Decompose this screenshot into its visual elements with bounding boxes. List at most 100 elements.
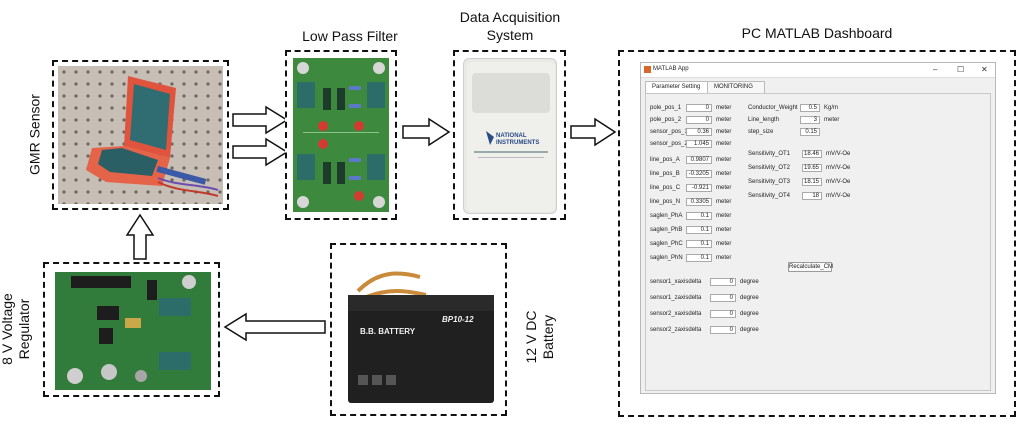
battery-label: 12 V DC Battery (523, 287, 557, 387)
left-field-0-label: pole_pos_1 (650, 105, 682, 111)
right-field-0-input[interactable]: 0.5 (800, 104, 820, 112)
right-field-2-label: step_size (748, 129, 774, 135)
left-field-8-input[interactable]: 0.1 (686, 212, 712, 220)
dashboard-label: PC MATLAB Dashboard (741, 25, 893, 41)
left-field-10-label: saglen_PhC (650, 241, 683, 247)
regulator-photo (55, 272, 211, 390)
sensitivity-field-2-unit: mV/V-Oe (826, 179, 851, 185)
left-field-1-unit: meter (716, 117, 732, 123)
arrow-sensor-to-filter-top (232, 105, 289, 135)
left-field-9-input[interactable]: 0.1 (686, 226, 712, 234)
sensor-field-1-label: sensor1_zaxisdelta (650, 295, 702, 301)
sensitivity-field-1-input[interactable]: 19.65 (802, 164, 822, 172)
sensor-field-2-unit: degree (740, 311, 759, 317)
left-field-3-input[interactable]: 1.045 (686, 140, 712, 148)
left-field-7-unit: meter (716, 199, 732, 205)
sensitivity-field-2-input[interactable]: 18.15 (802, 178, 822, 186)
battery-label-line2: Battery (540, 314, 556, 360)
maximize-icon[interactable]: ☐ (957, 65, 965, 74)
sensitivity-field-3-label: Sensitivity_OT4 (748, 193, 791, 199)
right-field-0-unit: Kg/m (824, 105, 839, 111)
right-field-0-label: Conductor_Weight (748, 105, 798, 111)
left-field-0-unit: meter (716, 105, 732, 111)
left-field-4-label: line_pos_A (650, 157, 680, 163)
left-field-2-label: sensor_pos_1 (650, 129, 688, 135)
matlab-titlebar: MATLAB App – ☐ ✕ (641, 63, 995, 78)
regulator-label-line2: Regulator (16, 298, 32, 360)
sensor-field-3-unit: degree (740, 327, 759, 333)
left-field-5-label: line_pos_B (650, 171, 680, 177)
left-field-2-input[interactable]: 0.36 (686, 128, 712, 136)
tab-monitoring[interactable]: MONITORING (707, 81, 765, 93)
matlab-window-title: MATLAB App (653, 66, 689, 72)
right-field-1-input[interactable]: 3 (800, 116, 820, 124)
daq-label-line1: Data Acquisition (459, 9, 561, 25)
sensor-field-2-label: sensor2_xaxisdelta (650, 311, 702, 317)
gmr-sensor-photo (58, 66, 223, 204)
gmr-sensor-box (52, 60, 229, 210)
ni-brand-line1: NATIONAL (496, 133, 527, 139)
arrow-battery-to-regulator (223, 312, 326, 342)
regulator-box (43, 262, 220, 397)
left-field-3-label: sensor_pos_2 (650, 141, 688, 147)
battery-brand-text: B.B. BATTERY (360, 327, 416, 336)
left-field-2-unit: meter (716, 129, 732, 135)
minimize-icon[interactable]: – (933, 65, 938, 74)
left-field-8-label: saglen_PhA (650, 213, 683, 219)
sensitivity-field-2-label: Sensitivity_OT3 (748, 179, 791, 185)
low-pass-filter-box (285, 50, 397, 220)
left-field-4-input[interactable]: 0.9807 (686, 156, 712, 164)
arrow-sensor-to-filter-bottom (232, 137, 289, 167)
left-field-5-unit: meter (716, 171, 732, 177)
left-field-0-input[interactable]: 0 (686, 104, 712, 112)
sensitivity-field-0-input[interactable]: 18.46 (802, 150, 822, 158)
left-field-7-input[interactable]: 0.3305 (686, 198, 712, 206)
battery-model-text: BP10-12 (442, 315, 474, 324)
left-field-6-label: line_pos_C (650, 185, 681, 191)
sensor-field-0-unit: degree (740, 279, 759, 285)
sensor-field-1-input[interactable]: 0 (710, 294, 736, 302)
sensor-field-3-label: sensor2_zaxisdelta (650, 327, 702, 333)
left-field-1-input[interactable]: 0 (686, 116, 712, 124)
battery-label-line1: 12 V DC (523, 310, 539, 364)
low-pass-filter-photo (293, 58, 389, 212)
left-field-9-label: saglen_PhB (650, 227, 683, 233)
sensitivity-field-0-unit: mV/V-Oe (826, 151, 851, 157)
sensitivity-field-0-label: Sensitivity_OT1 (748, 151, 791, 157)
sensitivity-field-1-label: Sensitivity_OT2 (748, 165, 791, 171)
matlab-logo-icon (644, 66, 651, 73)
right-field-1-unit: meter (824, 117, 840, 123)
close-icon[interactable]: ✕ (981, 65, 988, 74)
sensor-field-0-input[interactable]: 0 (710, 278, 736, 286)
left-field-9-unit: meter (716, 227, 732, 233)
left-field-7-label: line_pos_N (650, 199, 681, 205)
battery-box: B.B. BATTERY BP10-12 (330, 243, 507, 416)
left-field-6-unit: meter (716, 185, 732, 191)
sensitivity-field-1-unit: mV/V-Oe (826, 165, 851, 171)
tab-parameter-setting[interactable]: Parameter Setting (645, 81, 711, 93)
left-field-11-label: saglen_PhN (650, 255, 683, 261)
left-field-10-input[interactable]: 0.1 (686, 240, 712, 248)
left-field-6-input[interactable]: -0.921 (686, 184, 712, 192)
sensor-field-3-input[interactable]: 0 (710, 326, 736, 334)
battery-photo: B.B. BATTERY BP10-12 (338, 251, 500, 409)
daq-photo: NATIONAL INSTRUMENTS (463, 58, 557, 214)
arrow-daq-to-pc (570, 117, 617, 147)
low-pass-filter-label: Low Pass Filter (302, 28, 398, 44)
daq-label: Data Acquisition System (440, 8, 580, 44)
right-field-1-label: Line_length (748, 117, 780, 123)
arrow-regulator-to-sensor (125, 213, 155, 260)
left-field-8-unit: meter (716, 213, 732, 219)
left-field-11-input[interactable]: 0.1 (686, 254, 712, 262)
sensor-field-0-label: sensor1_xaxisdelta (650, 279, 702, 285)
sensor-field-2-input[interactable]: 0 (710, 310, 736, 318)
left-field-10-unit: meter (716, 241, 732, 247)
daq-label-line2: System (486, 27, 534, 43)
regulator-label: 8 V Voltage Regulator (0, 279, 33, 379)
sensitivity-field-3-input[interactable]: 18 (802, 192, 822, 200)
arrow-filter-to-daq (402, 117, 451, 147)
right-field-2-input[interactable]: 0.15 (800, 128, 820, 136)
left-field-3-unit: meter (716, 141, 732, 147)
recalculate-button[interactable]: Recalculate_CM (788, 262, 834, 272)
left-field-5-input[interactable]: -0.3205 (686, 170, 712, 178)
